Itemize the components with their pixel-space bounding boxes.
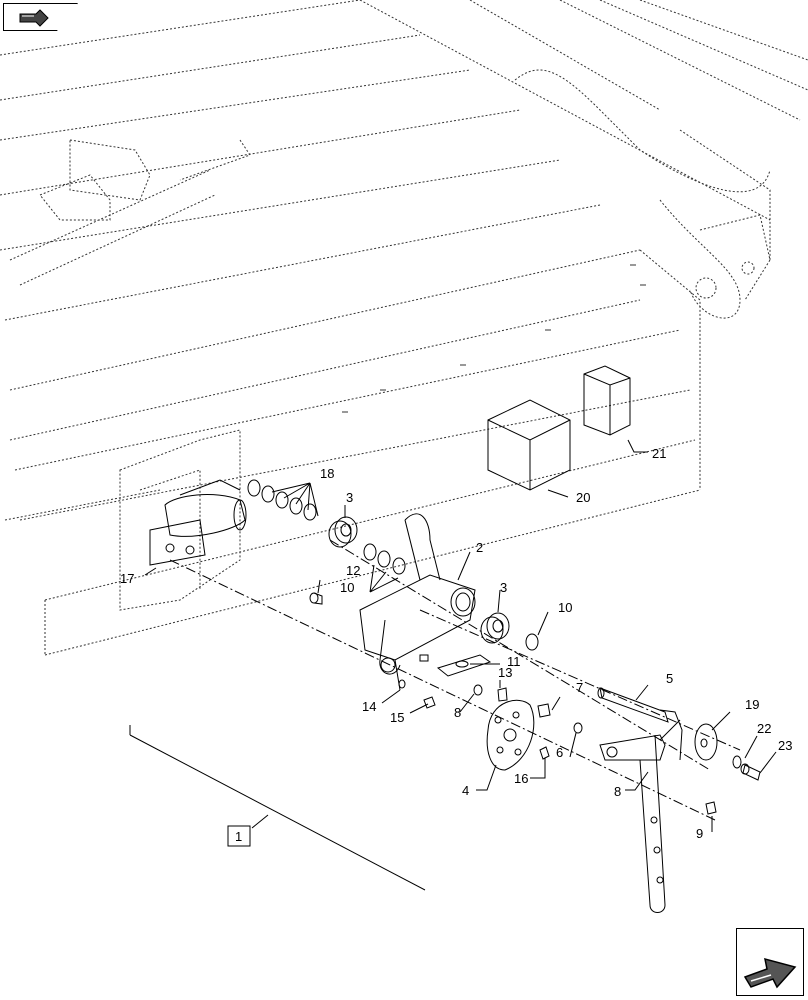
assembly-axis-lines	[169, 539, 741, 821]
next-page-arrow-icon	[743, 957, 797, 989]
gear-housing	[359, 513, 476, 691]
callout-3-lower: 3	[500, 580, 507, 595]
frame-marks	[342, 264, 646, 413]
callout-11: 11	[507, 654, 521, 669]
snap-rings-18	[247, 479, 317, 521]
motor	[149, 479, 247, 566]
callout-8-right: 8	[614, 784, 621, 799]
callout-15: 15	[390, 710, 404, 725]
callout-12: 12	[346, 563, 360, 578]
fasteners-left	[398, 679, 508, 709]
callout-23: 23	[778, 738, 792, 753]
bearing-3-lower	[480, 612, 510, 644]
callout-8-left: 8	[454, 705, 461, 720]
callout-labels: 18 3 2 12 10 17 3 10 20 21 11 13 14 15 8…	[120, 446, 792, 841]
callout-2: 2	[476, 540, 483, 555]
reference-box-label: 1	[235, 829, 242, 844]
callout-10-lower: 10	[558, 600, 572, 615]
next-page-button[interactable]	[736, 928, 804, 996]
callout-22: 22	[757, 721, 771, 736]
reference-box: 1	[227, 825, 251, 847]
callout-19: 19	[745, 697, 759, 712]
arm-8	[599, 719, 681, 913]
callout-16: 16	[514, 771, 528, 786]
callout-4: 4	[462, 783, 469, 798]
lever-5	[597, 687, 683, 761]
callout-7: 7	[576, 680, 583, 695]
callout-10-upper: 10	[340, 580, 354, 595]
cover-box-21	[583, 365, 631, 436]
callout-6: 6	[556, 745, 563, 760]
callout-21: 21	[652, 446, 666, 461]
callout-13: 13	[498, 665, 512, 680]
snap-ring-10-lower	[525, 633, 539, 651]
frame-outline	[0, 0, 808, 656]
callout-3-upper: 3	[346, 490, 353, 505]
callout-17: 17	[120, 571, 134, 586]
bolt-12	[309, 592, 323, 605]
cover-box-20	[487, 399, 571, 491]
callout-14: 14	[362, 699, 376, 714]
bearing-3-upper	[328, 516, 358, 548]
callout-9: 9	[696, 826, 703, 841]
disc-plate-4	[486, 699, 535, 771]
callout-18: 18	[320, 466, 334, 481]
callout-20: 20	[576, 490, 590, 505]
fasteners-right	[694, 723, 761, 815]
fasteners-middle	[537, 703, 583, 760]
snap-rings-10-upper	[363, 543, 406, 575]
reference-line	[129, 725, 426, 891]
bracket-11	[436, 654, 492, 677]
callout-5: 5	[666, 671, 673, 686]
leader-lines	[144, 439, 777, 832]
previous-page-icon	[19, 9, 49, 27]
